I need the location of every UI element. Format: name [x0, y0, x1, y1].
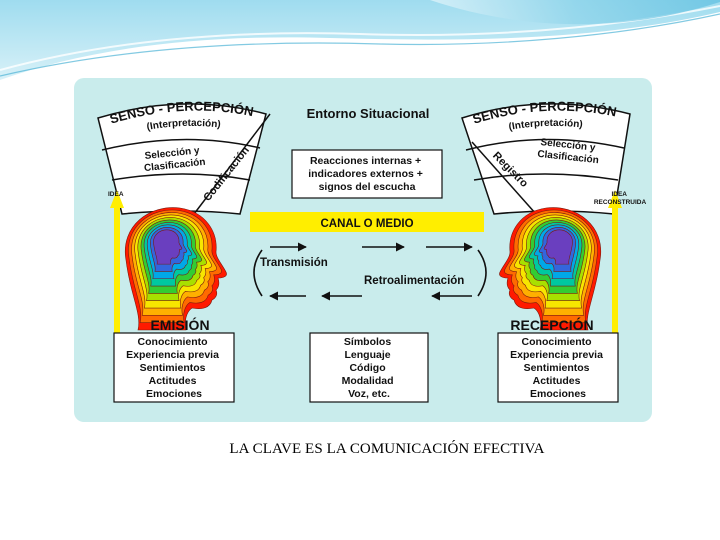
code-item: Lenguaje — [344, 349, 390, 361]
svg-text:Símbolos Lenguaje Códi: Símbolos Lenguaje Código Modalidad Voz, … — [342, 336, 397, 400]
channel-bar — [250, 212, 484, 232]
environment-label: Entorno Situacional — [307, 106, 430, 121]
transmission-label: Transmisión — [260, 257, 328, 269]
header-swoosh-right — [430, 0, 720, 25]
communication-diagram: SENSO - PERCEPCIÓN (Interpretación) Sele… — [74, 78, 652, 422]
receiver-attribute: Actitudes — [533, 375, 581, 387]
context-line-1: Reacciones internas + — [310, 155, 421, 167]
head-ring — [153, 229, 183, 265]
sender-perception-funnel: SENSO - PERCEPCIÓN (Interpretación) Sele… — [97, 99, 267, 215]
code-item: Símbolos — [344, 336, 391, 348]
idea-arrow — [110, 190, 124, 336]
sender-head-icon — [124, 207, 227, 331]
sender-attribute: Emociones — [146, 388, 202, 400]
channel-label: CANAL O MEDIO — [320, 218, 413, 230]
sender-title: EMISIÓN — [150, 316, 209, 333]
context-line-2: indicadores externos + — [308, 168, 423, 180]
idea-label: IDEA — [108, 191, 124, 198]
context-box — [291, 149, 443, 199]
svg-text:Conocimiento Experiencia p: Conocimiento Experiencia previa Sentimie… — [510, 336, 606, 400]
sender-attribute: Sentimientos — [140, 362, 206, 374]
code-item: Modalidad — [342, 375, 394, 387]
head-ring — [543, 229, 573, 265]
svg-text:Reacciones internas + indi: Reacciones internas + indicadores extern… — [308, 155, 426, 193]
sender-attributes-box — [113, 332, 235, 403]
sender-attribute: Actitudes — [149, 375, 197, 387]
receiver-attribute: Sentimientos — [524, 362, 590, 374]
left-bracket — [253, 249, 263, 297]
receiver-head-icon — [499, 207, 602, 331]
code-item: Voz, etc. — [348, 388, 390, 400]
sender-attribute: Conocimiento — [138, 336, 208, 348]
header-swoosh-highlight — [0, 5, 720, 71]
receiver-title: RECEPCIÓN — [510, 316, 593, 333]
svg-text:IDEA RECONSTRUIDA: IDEA RECONSTRUIDA — [594, 191, 647, 206]
receiver-attribute: Emociones — [530, 388, 586, 400]
reconstructed-idea-label-2: RECONSTRUIDA — [594, 199, 647, 206]
receiver-attribute: Conocimiento — [522, 336, 592, 348]
receiver-perception-funnel: SENSO - PERCEPCIÓN (Interpretación) Sele… — [461, 99, 631, 215]
svg-text:Conocimiento Experiencia p: Conocimiento Experiencia previa Sentimie… — [126, 336, 222, 400]
header-swoosh-line — [0, 13, 720, 77]
context-line-3: signos del escucha — [319, 181, 416, 193]
code-item: Código — [349, 362, 385, 374]
reconstructed-idea-arrow — [608, 190, 622, 336]
code-box — [309, 332, 429, 403]
receiver-attributes-box — [497, 332, 619, 403]
feedback-label: Retroalimentación — [364, 275, 464, 287]
receiver-attribute: Experiencia previa — [510, 349, 603, 361]
right-bracket — [477, 249, 487, 297]
sender-attribute: Experiencia previa — [126, 349, 219, 361]
slide-caption: LA CLAVE ES LA COMUNICACIÓN EFECTIVA — [229, 441, 545, 457]
reconstructed-idea-label-1: IDEA — [611, 191, 627, 198]
